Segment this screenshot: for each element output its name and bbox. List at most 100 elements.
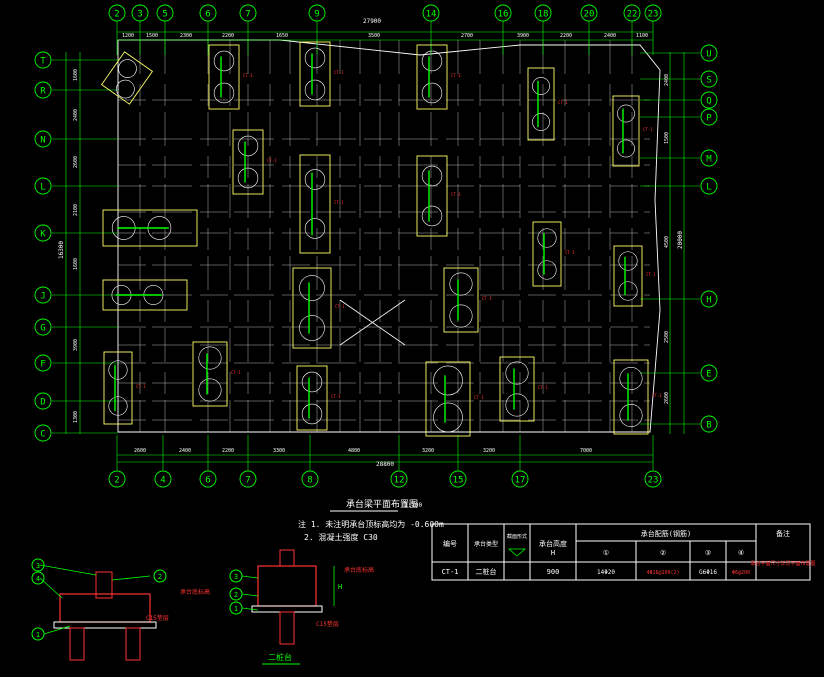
dim-right-2: 4500 <box>664 236 670 248</box>
pile-cap-5 <box>232 129 264 195</box>
axis-grid <box>52 20 700 470</box>
dim-left-6: 1300 <box>73 411 79 423</box>
detail-b-section: H 3 2 1 承台底标高 C15垫层 二桩台 <box>229 549 374 665</box>
axis-bubble-bottom-4 <box>154 470 172 488</box>
axis-bubble-top-7 <box>239 4 257 22</box>
pile-2-a <box>421 50 443 72</box>
table-cell-height: 900 <box>547 568 560 576</box>
axis-bubble-top-3-label: 3 <box>137 10 142 20</box>
detail-a-marker-2-label: 2 <box>158 573 162 581</box>
outline-path <box>117 39 661 433</box>
dim-top-7: 3900 <box>517 33 529 39</box>
axis-bubble-bottom-6 <box>199 470 217 488</box>
pile-11-b <box>449 304 473 328</box>
pile-5-b <box>237 167 259 189</box>
axis-bubble-left-K <box>34 224 52 242</box>
detail-b-marker-2 <box>229 587 243 601</box>
axis-bubble-right-M-label: M <box>706 155 712 165</box>
cap-label-9: CT-1 <box>646 272 656 277</box>
detail-a-marker-4 <box>31 571 45 585</box>
dim-left-3: 2100 <box>73 204 79 216</box>
axis-bubble-bottom-2-label: 2 <box>114 476 119 486</box>
pile-cap-1 <box>208 44 240 110</box>
cap-label-6: CT-1 <box>334 200 344 205</box>
dim-bottom-4: 4800 <box>348 448 360 454</box>
cap-label-16: CT-1 <box>474 395 484 400</box>
detail-b-tag-bedding: C15垫层 <box>316 620 339 628</box>
pile-17-b <box>619 403 643 428</box>
pile-cap-8 <box>532 221 562 287</box>
axis-bubble-left-T <box>34 51 52 69</box>
table-header-remark: 备注 <box>776 529 790 538</box>
dim-top-1: 1500 <box>146 33 158 39</box>
pile-0-b <box>304 79 326 101</box>
axis-bubble-top-7-label: 7 <box>245 10 250 20</box>
axis-bubble-right-P <box>700 108 718 126</box>
detail-b-tag-top: 承台底标高 <box>344 566 374 574</box>
pile-rotated-a <box>118 59 137 78</box>
table-subheader-1: ① <box>603 549 609 557</box>
pile-cap-10 <box>292 267 332 349</box>
cap-label-13: CT-1 <box>136 384 146 389</box>
cap-label-2: CT-1 <box>451 73 461 78</box>
axis-bubble-top-22 <box>623 4 641 22</box>
detail-b-marker-2-label: 2 <box>234 591 238 599</box>
plan-title: 承台梁平面布置图 <box>346 498 418 510</box>
axis-bubble-left-N <box>34 130 52 148</box>
detail-a-pile-right <box>125 627 141 661</box>
pile-9-b <box>618 281 638 301</box>
detail-a-marker-1-label: 1 <box>36 631 40 639</box>
axis-bubble-left-L <box>34 177 52 195</box>
pile-4-a <box>617 104 635 123</box>
detail-b-marker-3-label: 3 <box>234 573 238 581</box>
dim-right-3: 2500 <box>664 331 670 343</box>
table-cell-type: 二桩台 <box>476 567 497 576</box>
dim-top-0: 1200 <box>122 33 134 39</box>
pile-cap-6 <box>299 154 331 254</box>
pile-16-b <box>433 402 463 433</box>
cap-label-8: CT-1 <box>565 250 575 255</box>
pile-14-a <box>198 346 222 370</box>
dim-left-5: 3900 <box>73 339 79 351</box>
section-symbol-icon <box>507 548 527 557</box>
pile-3-b <box>532 113 550 131</box>
cap-label-5: CT-1 <box>267 158 277 163</box>
building-outline <box>117 39 661 433</box>
axis-bubble-bottom-23 <box>644 470 662 488</box>
pile-10-a <box>299 275 325 301</box>
brace-2 <box>339 299 406 346</box>
axis-bubble-left-F <box>34 354 52 372</box>
pile-cap-16 <box>425 361 471 437</box>
dim-right-1: 1500 <box>664 132 670 144</box>
axis-bubble-right-L-label: L <box>706 183 711 193</box>
pile-15-b <box>301 403 323 425</box>
dim-top-8: 2200 <box>560 33 572 39</box>
axis-bubble-top-16-label: 16 <box>498 10 509 20</box>
axis-bubble-top-9-label: 9 <box>314 10 319 20</box>
table-subheader-3: ③ <box>705 549 711 557</box>
pile-0-a <box>304 47 326 69</box>
detail-b-height-label: H <box>338 583 342 591</box>
detail-a-leader-4 <box>39 577 63 599</box>
dim-top-4: 1650 <box>276 33 288 39</box>
table-frame <box>431 523 811 581</box>
axis-bubble-top-2-label: 2 <box>114 10 119 20</box>
pile-6-a <box>304 169 326 190</box>
pile-cap-rotated <box>100 51 154 105</box>
axis-bubble-bottom-15 <box>449 470 467 488</box>
pile-7-b <box>421 205 443 227</box>
dim-left-2: 2600 <box>73 156 79 168</box>
axis-bubble-top-2 <box>108 4 126 22</box>
pile-3-a <box>532 77 550 95</box>
detail-b-marker-3 <box>229 569 243 583</box>
axis-bubble-top-16 <box>494 4 512 22</box>
pile-cap-9 <box>613 245 643 307</box>
pile-cap-0 <box>299 41 331 107</box>
pile-cap-table: 编号 承台类型 截面形式 承台高度 承台配筋(钢筋) 备注 H ① ② ③ ④ … <box>431 523 816 581</box>
plan-scale: 1:100 <box>404 502 422 509</box>
axis-bubble-right-U <box>700 44 718 62</box>
pile-cap-h-0 <box>102 209 198 247</box>
detail-b-leader-2 <box>241 593 259 597</box>
pile-17-a <box>619 366 643 391</box>
